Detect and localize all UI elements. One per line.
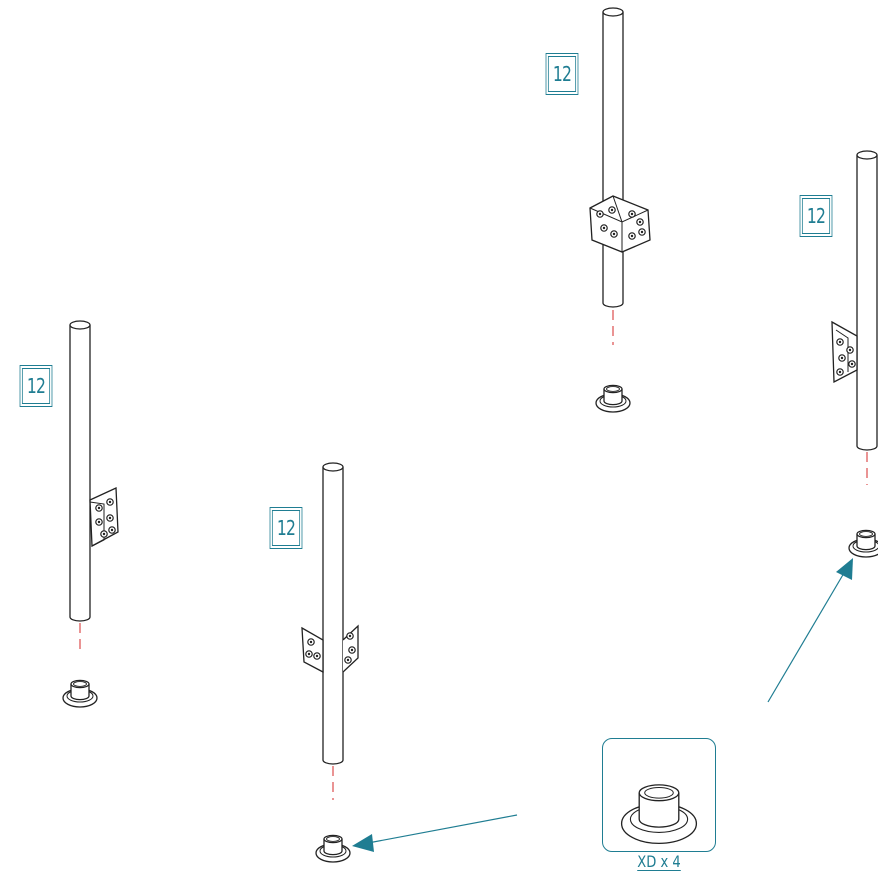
foot-left [62, 679, 98, 708]
part-label-post-front-mid: 12 [269, 507, 303, 549]
foot-back-mid [595, 384, 631, 413]
bracket-left [89, 487, 119, 548]
post-front-mid [301, 462, 359, 863]
leader-arrow-front [352, 814, 518, 852]
bracket-front-mid [301, 624, 359, 674]
detail-frame [602, 738, 716, 852]
bracket-back-mid [589, 195, 651, 253]
detail-caption: XD x 4 [637, 852, 681, 871]
post-back-right [831, 150, 878, 558]
post-left [62, 320, 119, 708]
detail-foot-illustration [620, 784, 698, 845]
leader-arrow-right [767, 558, 853, 703]
post-back-mid [589, 7, 651, 413]
foot-front-mid [315, 834, 351, 863]
bracket-back-right [831, 320, 858, 384]
part-label-post-left: 12 [19, 365, 53, 407]
part-label-post-back-right: 12 [799, 195, 833, 237]
part-label-post-back-mid: 12 [545, 53, 579, 95]
foot-back-right [848, 529, 878, 558]
